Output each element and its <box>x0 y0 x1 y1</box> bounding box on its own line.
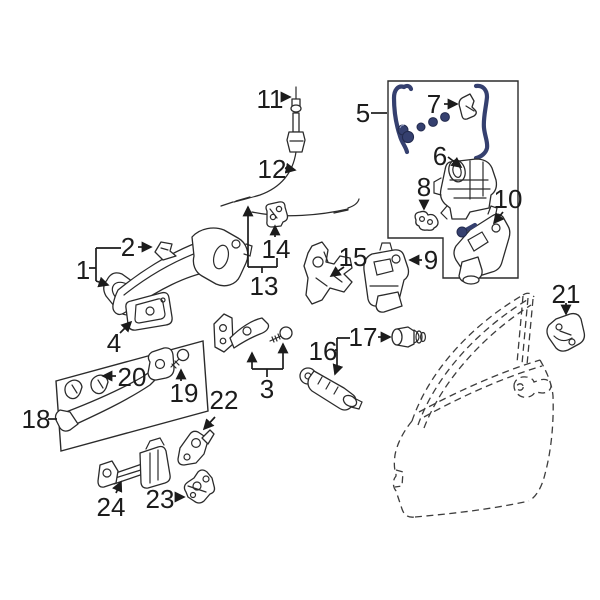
callout-4-arrow <box>119 320 133 334</box>
callout-20-label: 20 <box>118 362 147 392</box>
callout-3-bracket <box>252 368 283 377</box>
callout-10-arrow <box>492 211 505 225</box>
callout-22-label: 22 <box>210 385 239 415</box>
callout-11-label: 11 <box>257 84 284 114</box>
callout-5-label: 5 <box>356 98 370 128</box>
part-21-drawing <box>546 312 586 352</box>
part-8-drawing <box>414 210 439 231</box>
callout-23-label: 23 <box>146 484 175 514</box>
callout-6-arrow <box>447 156 463 169</box>
callout-13-bracket <box>248 258 278 273</box>
part-14-drawing <box>265 201 289 228</box>
callout-22-arrow <box>202 416 216 431</box>
callout-12-label: 12 <box>258 154 287 184</box>
callout-18-label: 18 <box>22 404 51 434</box>
callout-6-label: 6 <box>433 141 447 171</box>
callout-9-label: 9 <box>424 245 438 275</box>
callout-1-bracket <box>89 247 121 281</box>
callout-14-label: 14 <box>262 234 291 264</box>
callout-15-label: 15 <box>339 242 368 272</box>
part-24-drawing <box>97 437 171 489</box>
callout-16-label: 16 <box>309 336 338 366</box>
part-19-drawing <box>170 348 190 369</box>
callout-12-arrow <box>284 162 297 174</box>
part-2-drawing <box>154 241 177 261</box>
part-15-drawing <box>303 241 353 305</box>
part-9-drawing <box>363 242 410 313</box>
part-1-drawing <box>103 227 253 316</box>
callout-1-arrow <box>95 276 110 288</box>
callout-19-label: 19 <box>170 378 199 408</box>
callout-3-label: 3 <box>260 374 274 404</box>
callout-17-label: 17 <box>349 322 378 352</box>
part-4-drawing <box>125 291 173 331</box>
callout-4-label: 4 <box>107 328 121 358</box>
part-5-rod-kit-drawing <box>391 83 490 161</box>
callout-1-label: 1 <box>76 255 90 285</box>
part-11-drawing <box>290 86 302 113</box>
part-3-drawing <box>213 313 293 353</box>
callout-24-arrow <box>112 480 123 494</box>
door-handle-cutout <box>513 376 552 398</box>
callout-7-label: 7 <box>427 89 441 119</box>
callout-2-label: 2 <box>121 232 135 262</box>
part-22-drawing <box>177 429 215 466</box>
part-6-drawing <box>433 158 498 220</box>
callout-8-label: 8 <box>417 172 431 202</box>
part-23-drawing <box>183 469 216 504</box>
callout-21-label: 21 <box>552 279 581 309</box>
part-12-drawing <box>220 112 360 217</box>
callout-24-label: 24 <box>97 492 126 522</box>
part-20-drawing <box>64 374 109 400</box>
callout-15-arrow <box>329 266 345 277</box>
part-17-drawing <box>391 326 427 348</box>
callout-16-arrow <box>332 338 344 376</box>
group-box-outline <box>387 80 519 279</box>
callout-leaders <box>48 91 572 503</box>
callout-13-label: 13 <box>250 271 279 301</box>
part-18-drawing <box>54 347 175 432</box>
callout-10-label: 10 <box>494 184 523 214</box>
part-7-drawing <box>458 93 477 120</box>
part-16-drawing <box>299 367 363 411</box>
door-outline-drawing <box>392 292 554 518</box>
